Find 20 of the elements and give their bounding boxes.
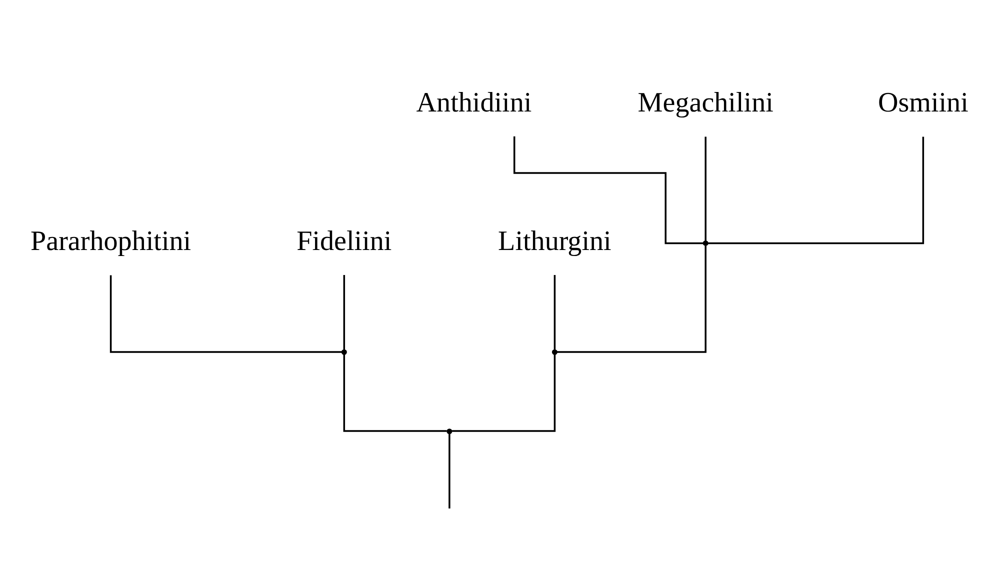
node-text: Megachilini: [638, 87, 774, 118]
node-point: [552, 349, 558, 355]
connector: [513, 136, 704, 244]
connector: [554, 275, 556, 350]
connector: [343, 275, 346, 350]
connector: [704, 136, 706, 242]
connector: [343, 354, 447, 432]
connector: [452, 354, 556, 432]
node-text: Lithurgini: [498, 226, 612, 257]
node-point: [702, 240, 708, 246]
connector: [556, 246, 706, 353]
connector: [708, 136, 924, 244]
node-text: Pararhophitini: [30, 226, 192, 257]
node-point: [341, 349, 347, 355]
node-point: [446, 428, 452, 434]
connector: [110, 275, 342, 353]
node-text: Anthidiini: [416, 87, 532, 118]
node-text: Fideliini: [296, 226, 392, 257]
connector: [448, 434, 450, 508]
node-text: Osmiini: [878, 87, 968, 118]
